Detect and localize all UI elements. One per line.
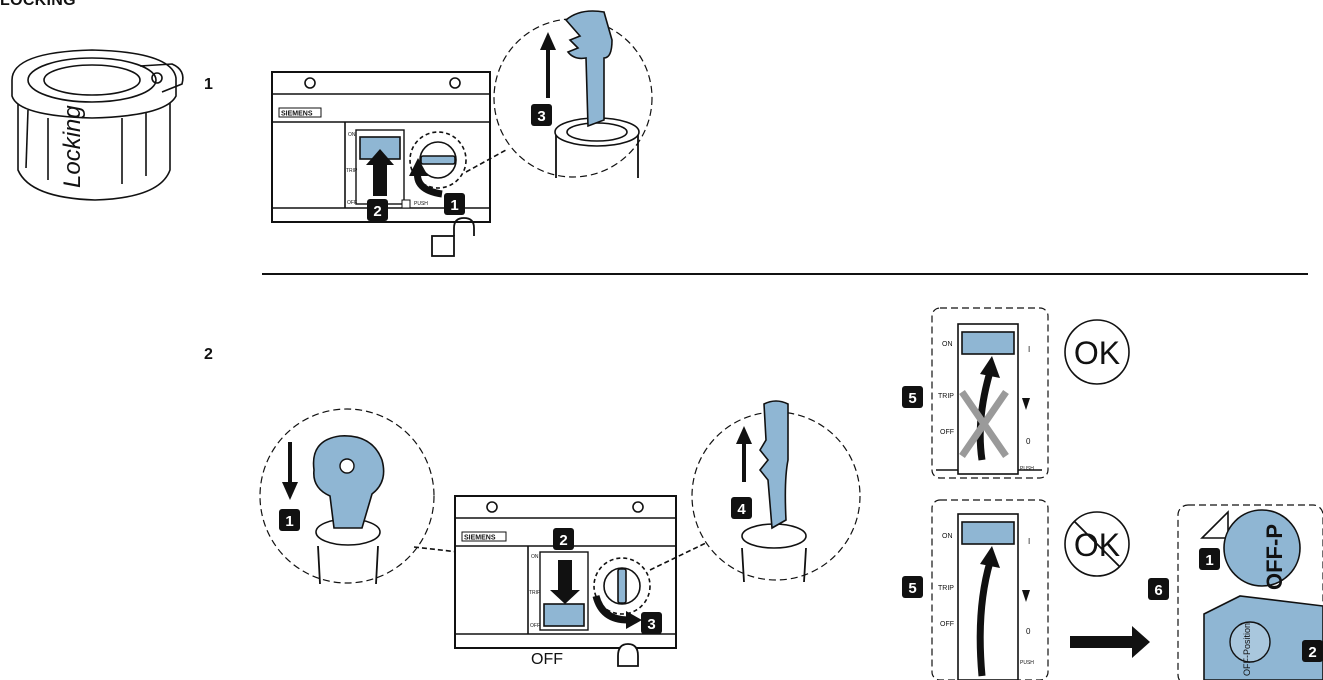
key-removal-zoom [494, 11, 652, 178]
locked-padlock-icon [618, 644, 638, 666]
part-label: Locking [59, 105, 86, 188]
label-on-ok: ON [942, 341, 953, 348]
label-off-ok: OFF [940, 429, 954, 436]
detail-text-1: OFF-P [1262, 524, 1287, 590]
badge-step-4: 4 [731, 497, 752, 519]
breaker-panel-top: SIEMENS ON TRIP OFF PUSH [272, 72, 490, 256]
label-on-top: ON [348, 132, 356, 138]
label-trip-top: TRIP [346, 168, 358, 174]
ok-symbol: OK [1065, 320, 1129, 384]
ok-label: OK [1074, 335, 1120, 371]
label-zero-ok: 0 [1026, 437, 1031, 446]
badge-step-3-top: 3 [531, 104, 552, 126]
label-i-ok: I [1028, 345, 1030, 354]
brand-label-top: SIEMENS [281, 111, 313, 118]
badge-step-6: 6 [1148, 578, 1169, 600]
label-trip-bottom: TRIP [529, 590, 541, 596]
key-remove-zoom-2 [692, 401, 860, 582]
label-off-top: OFF [347, 200, 357, 206]
badge-2-bottom-label: 2 [559, 532, 567, 549]
key-insert-zoom [260, 409, 434, 584]
badge-step-5-top: 5 [902, 386, 923, 408]
label-on-bottom: ON [531, 554, 539, 560]
detail-text-2: OFF-Position [1242, 623, 1252, 676]
badge-3-bottom-label: 3 [647, 616, 655, 633]
label-push-ok: PUSH [1020, 466, 1034, 472]
badge-detail-2-label: 2 [1308, 644, 1316, 661]
locked-detail-view: OFF-P OFF-Position [1178, 505, 1323, 680]
locking-part-illustration: Locking [12, 50, 183, 200]
badge-step-5-bottom: 5 [902, 576, 923, 598]
badge-5-bottom-label: 5 [908, 580, 916, 597]
badge-2-top-label: 2 [373, 203, 381, 220]
label-off-bottom: OFF [530, 623, 540, 629]
label-push-notok: PUSH [1020, 660, 1034, 666]
badge-1-bottom-label: 1 [285, 513, 293, 530]
badge-detail-2: 2 [1302, 640, 1323, 662]
badge-6-label: 6 [1154, 582, 1162, 599]
badge-detail-1: 1 [1199, 548, 1220, 570]
badge-step-2-bottom: 2 [553, 528, 574, 550]
label-zero-notok: 0 [1026, 627, 1031, 636]
badge-4-label: 4 [737, 501, 746, 518]
badge-step-1-top: 1 [444, 193, 465, 215]
arrow-right [1070, 626, 1150, 658]
switch-detail-ok: ON TRIP OFF I 0 PUSH [932, 500, 1048, 680]
label-off-notok: OFF [940, 621, 954, 628]
switch-detail-not-ok: ON TRIP OFF I 0 PUSH [932, 308, 1048, 478]
label-trip-ok: TRIP [938, 393, 954, 400]
label-on-notok: ON [942, 533, 953, 540]
badge-step-2-top: 2 [367, 199, 388, 221]
brand-label-bottom: SIEMENS [464, 535, 496, 542]
badge-3-top-label: 3 [537, 108, 545, 125]
badge-5-top-label: 5 [908, 390, 916, 407]
label-i-notok: I [1028, 537, 1030, 546]
badge-1-top-label: 1 [450, 197, 458, 214]
label-trip-notok: TRIP [938, 585, 954, 592]
badge-step-3-bottom: 3 [641, 612, 662, 634]
unlocked-padlock-icon [432, 218, 474, 256]
off-caption: OFF [531, 651, 563, 668]
badge-step-1-bottom: 1 [279, 509, 300, 531]
push-label-top: PUSH [414, 201, 428, 207]
not-ok-symbol: OK [1065, 512, 1129, 576]
badge-detail-1-label: 1 [1205, 552, 1213, 569]
